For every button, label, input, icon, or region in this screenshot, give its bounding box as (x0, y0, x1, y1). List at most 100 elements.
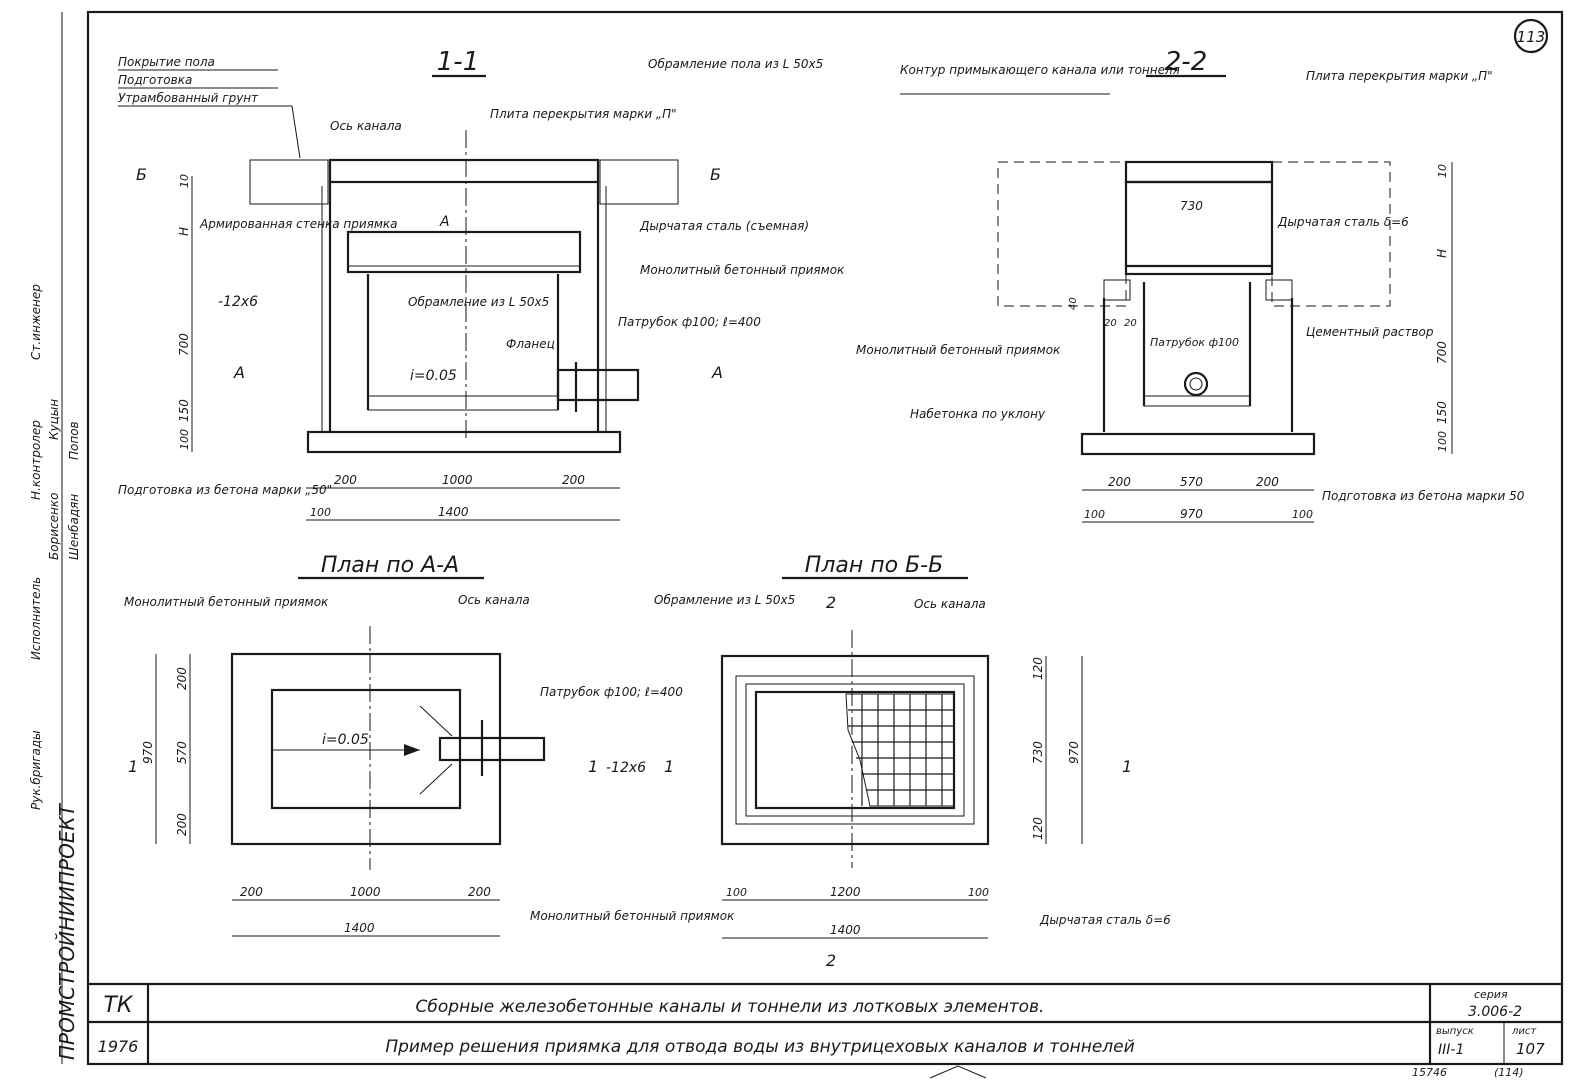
layer-soil: Утрамбованный грунт (118, 91, 259, 105)
svg-text:970: 970 (141, 741, 155, 764)
svg-text:120: 120 (1031, 657, 1045, 680)
section-2-2-title: 2-2 (1165, 47, 1207, 77)
label-perforated-1: Дырчатая сталь (съемная) (639, 219, 809, 233)
label-framing-top: Обрамление пола из L 50x5 (648, 57, 823, 71)
svg-text:100: 100 (1436, 431, 1449, 452)
sheet-value: 107 (1516, 1040, 1545, 1058)
svg-text:200: 200 (1256, 475, 1279, 489)
plan-b-b: План по Б-Б Обрамление из L 50x5 Ось кан… (530, 553, 1171, 970)
role-1: Рук.бригады (29, 730, 43, 810)
label-perforated-plan-b: Дырчатая сталь δ=6 (1039, 913, 1171, 927)
cut-left-a: 1 (128, 757, 138, 776)
label-framing-1: Обрамление из L 50x5 (408, 295, 549, 309)
name-4: Куцын (47, 399, 61, 440)
inner-pit-a (270, 688, 462, 810)
svg-text:200: 200 (1108, 475, 1131, 489)
label-slope-plan-a: i=0.05 (322, 732, 369, 748)
svg-text:10: 10 (178, 174, 191, 188)
label-pipe-2: Патрубок ф100 (1150, 336, 1239, 349)
svg-text:200: 200 (334, 473, 357, 487)
sheet-label: лист (1511, 1026, 1537, 1037)
svg-text:1200: 1200 (830, 885, 861, 899)
pipe-section-2 (1183, 371, 1209, 397)
label-slab-1: Плита перекрытия марки „П" (490, 107, 677, 121)
plan-b-b-title: План по Б-Б (805, 553, 943, 578)
stamp-copy: (114) (1494, 1066, 1524, 1079)
role-3: Н.контролер (29, 420, 43, 500)
svg-text:20: 20 (1104, 318, 1117, 329)
svg-text:970: 970 (1180, 507, 1203, 521)
title-sub: Пример решения приямка для отвода воды и… (385, 1037, 1134, 1057)
code-tk: ТК (103, 993, 133, 1018)
mark-B-left: Б (136, 165, 147, 184)
sheet-number-circle (1513, 18, 1549, 54)
cut-right-a: 1 (588, 757, 598, 776)
pipe-1 (556, 368, 640, 402)
label-mortar: Цементный раствор (1306, 325, 1434, 339)
sheet-frame (86, 10, 1564, 1066)
svg-text:100: 100 (310, 506, 331, 519)
issue-value: III-1 (1438, 1042, 1464, 1058)
bottom-mark (929, 1065, 987, 1079)
label-framing-plan-b: Обрамление из L 50x5 (654, 593, 795, 607)
label-flange: Фланец (506, 337, 555, 351)
floor-left (249, 159, 329, 205)
svg-text:150: 150 (1435, 401, 1449, 424)
name-1: Борисенко (47, 493, 61, 560)
svg-text:730: 730 (1031, 741, 1045, 764)
svg-text:100: 100 (968, 886, 989, 899)
svg-text:970: 970 (1067, 741, 1081, 764)
grating-1 (346, 230, 582, 274)
svg-text:1400: 1400 (438, 505, 469, 519)
title-main: Сборные железобетонные каналы и тоннели … (416, 997, 1045, 1017)
svg-text:20: 20 (1124, 318, 1137, 329)
svg-text:100: 100 (1084, 508, 1105, 521)
svg-text:100: 100 (1292, 508, 1313, 521)
role-4: Ст.инженер (29, 284, 43, 360)
perforated-grid-b (845, 693, 955, 807)
svg-text:200: 200 (175, 813, 189, 836)
label-base-1: Подготовка из бетона марки „50" (118, 483, 332, 497)
svg-text:1000: 1000 (350, 885, 381, 899)
outer-pit-a (230, 652, 502, 846)
svg-text:Н: Н (1435, 249, 1449, 258)
floor-right (599, 159, 679, 205)
svg-text:1400: 1400 (344, 921, 375, 935)
svg-text:1400: 1400 (830, 923, 861, 937)
svg-text:200: 200 (240, 885, 263, 899)
svg-text:100: 100 (726, 886, 747, 899)
adjacent-left (997, 161, 1127, 307)
mark-A-right: А (711, 363, 723, 382)
upper-box-2 (1124, 180, 1274, 276)
issue-label: выпуск (1436, 1026, 1474, 1037)
cut-bottom-b: 2 (826, 951, 836, 970)
outer-pit-b (720, 654, 990, 846)
mark-B-right: Б (710, 165, 721, 184)
cut-top-b: 2 (826, 593, 836, 612)
label-axis-plan-a: Ось канала (458, 593, 530, 607)
layer-floor: Покрытие пола (118, 55, 215, 69)
svg-text:10: 10 (1436, 164, 1449, 178)
label-axis-1: Ось канала (330, 119, 402, 133)
pipe-plan-a (438, 736, 546, 762)
svg-text:150: 150 (177, 399, 191, 422)
sheet-number: 113 (1517, 28, 1546, 46)
org-name: ПРОМСТРОЙНИИПРОЕКТ (55, 802, 79, 1060)
series-value: 3.006-2 (1468, 1004, 1522, 1020)
svg-text:1000: 1000 (442, 473, 473, 487)
label-pipe-plan-a: Патрубок ф100; ℓ=400 (540, 685, 683, 699)
label-A-width: А (439, 214, 450, 230)
section-2-2: 2-2 Контур примыкающего канала или тонне… (856, 47, 1525, 523)
label-pit-plan-b: Монолитный бетонный приямок (530, 909, 735, 923)
base-2 (1080, 432, 1316, 456)
plan-a-a-title: План по А-А (321, 553, 459, 578)
series-label: серия (1474, 988, 1508, 1001)
stamp-number: 15746 (1412, 1066, 1447, 1079)
label-pit-2: Монолитный бетонный приямок (856, 343, 1061, 357)
svg-text:700: 700 (1435, 341, 1449, 364)
label-wall: Армированная стенка приямка (199, 217, 398, 231)
layer-prep: Подготовка (118, 73, 192, 87)
section-1-1: 1-1 Покрытие пола Подготовка Утрамбованн… (118, 47, 845, 521)
label-slope-1: i=0.05 (410, 368, 457, 384)
